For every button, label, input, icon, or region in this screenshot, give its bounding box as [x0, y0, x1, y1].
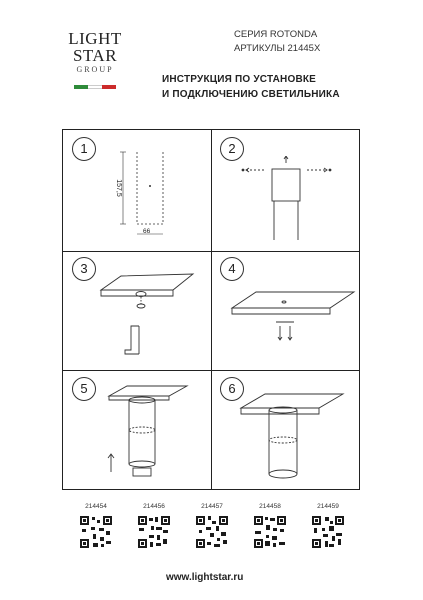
article-numbers: АРТИКУЛЫ 21445X	[234, 43, 321, 54]
italian-flag-stripe	[74, 85, 116, 89]
qr-item-5: 214459	[308, 503, 348, 549]
qr-code-label: 214457	[201, 503, 223, 510]
series-name: СЕРИЯ ROTONDA	[234, 29, 318, 40]
logo-line-2: STAR	[72, 46, 118, 65]
instruction-grid: 1 157,5 66 2	[62, 129, 360, 490]
step-3-number: 3	[72, 257, 96, 281]
qr-code-icon[interactable]	[253, 515, 287, 549]
qr-code-label: 214454	[85, 503, 107, 510]
step-4-number: 4	[220, 257, 244, 281]
title-line-2: И ПОДКЛЮЧЕНИЮ СВЕТИЛЬНИКА	[162, 89, 340, 100]
qr-code-icon[interactable]	[79, 515, 113, 549]
qr-item-2: 214456	[134, 503, 174, 549]
step-2-remove-cover-drawing	[241, 156, 332, 240]
step-1-dimension-drawing: 157,5 66	[115, 151, 164, 235]
step-6-installed-drawing	[239, 393, 345, 479]
qr-item-4: 214458	[250, 503, 290, 549]
flag-green	[74, 85, 88, 89]
website-link[interactable]: www.lightstar.ru	[166, 572, 244, 583]
row-divider-1	[63, 251, 359, 252]
brand-logo: LIGHT STAR GROUP	[60, 30, 130, 74]
qr-code-label: 214458	[259, 503, 281, 510]
width-dimension-label: 66	[143, 228, 151, 235]
height-dimension-label: 157,5	[115, 179, 122, 197]
logo-line-3: GROUP	[76, 65, 114, 74]
column-divider	[211, 130, 212, 489]
qr-code-icon[interactable]	[137, 515, 171, 549]
qr-item-3: 214457	[192, 503, 232, 549]
row-divider-2	[63, 370, 359, 371]
title-line-1: ИНСТРУКЦИЯ ПО УСТАНОВКЕ	[162, 74, 317, 85]
qr-code-icon[interactable]	[311, 515, 345, 549]
step-6-number: 6	[220, 377, 244, 401]
step-5-number: 5	[72, 377, 96, 401]
document-title: ИНСТРУКЦИЯ ПО УСТАНОВКЕ И ПОДКЛЮЧЕНИЮ СВ…	[162, 72, 340, 102]
qr-code-label: 214456	[143, 503, 165, 510]
step-3-mounting-drawing	[99, 273, 195, 355]
flag-red	[102, 85, 116, 89]
step-2-number: 2	[220, 137, 244, 161]
step-1-number: 1	[72, 137, 96, 161]
qr-code-icon[interactable]	[195, 515, 229, 549]
step-4-bracket-drawing	[230, 291, 356, 341]
step-5-attach-body-drawing	[107, 385, 189, 477]
series-info: СЕРИЯ ROTONDA АРТИКУЛЫ 21445X	[234, 28, 320, 56]
qr-code-label: 214459	[317, 503, 339, 510]
logo-line-1: LIGHT	[68, 29, 122, 48]
qr-item-1: 214454	[76, 503, 116, 549]
flag-white	[88, 85, 102, 89]
